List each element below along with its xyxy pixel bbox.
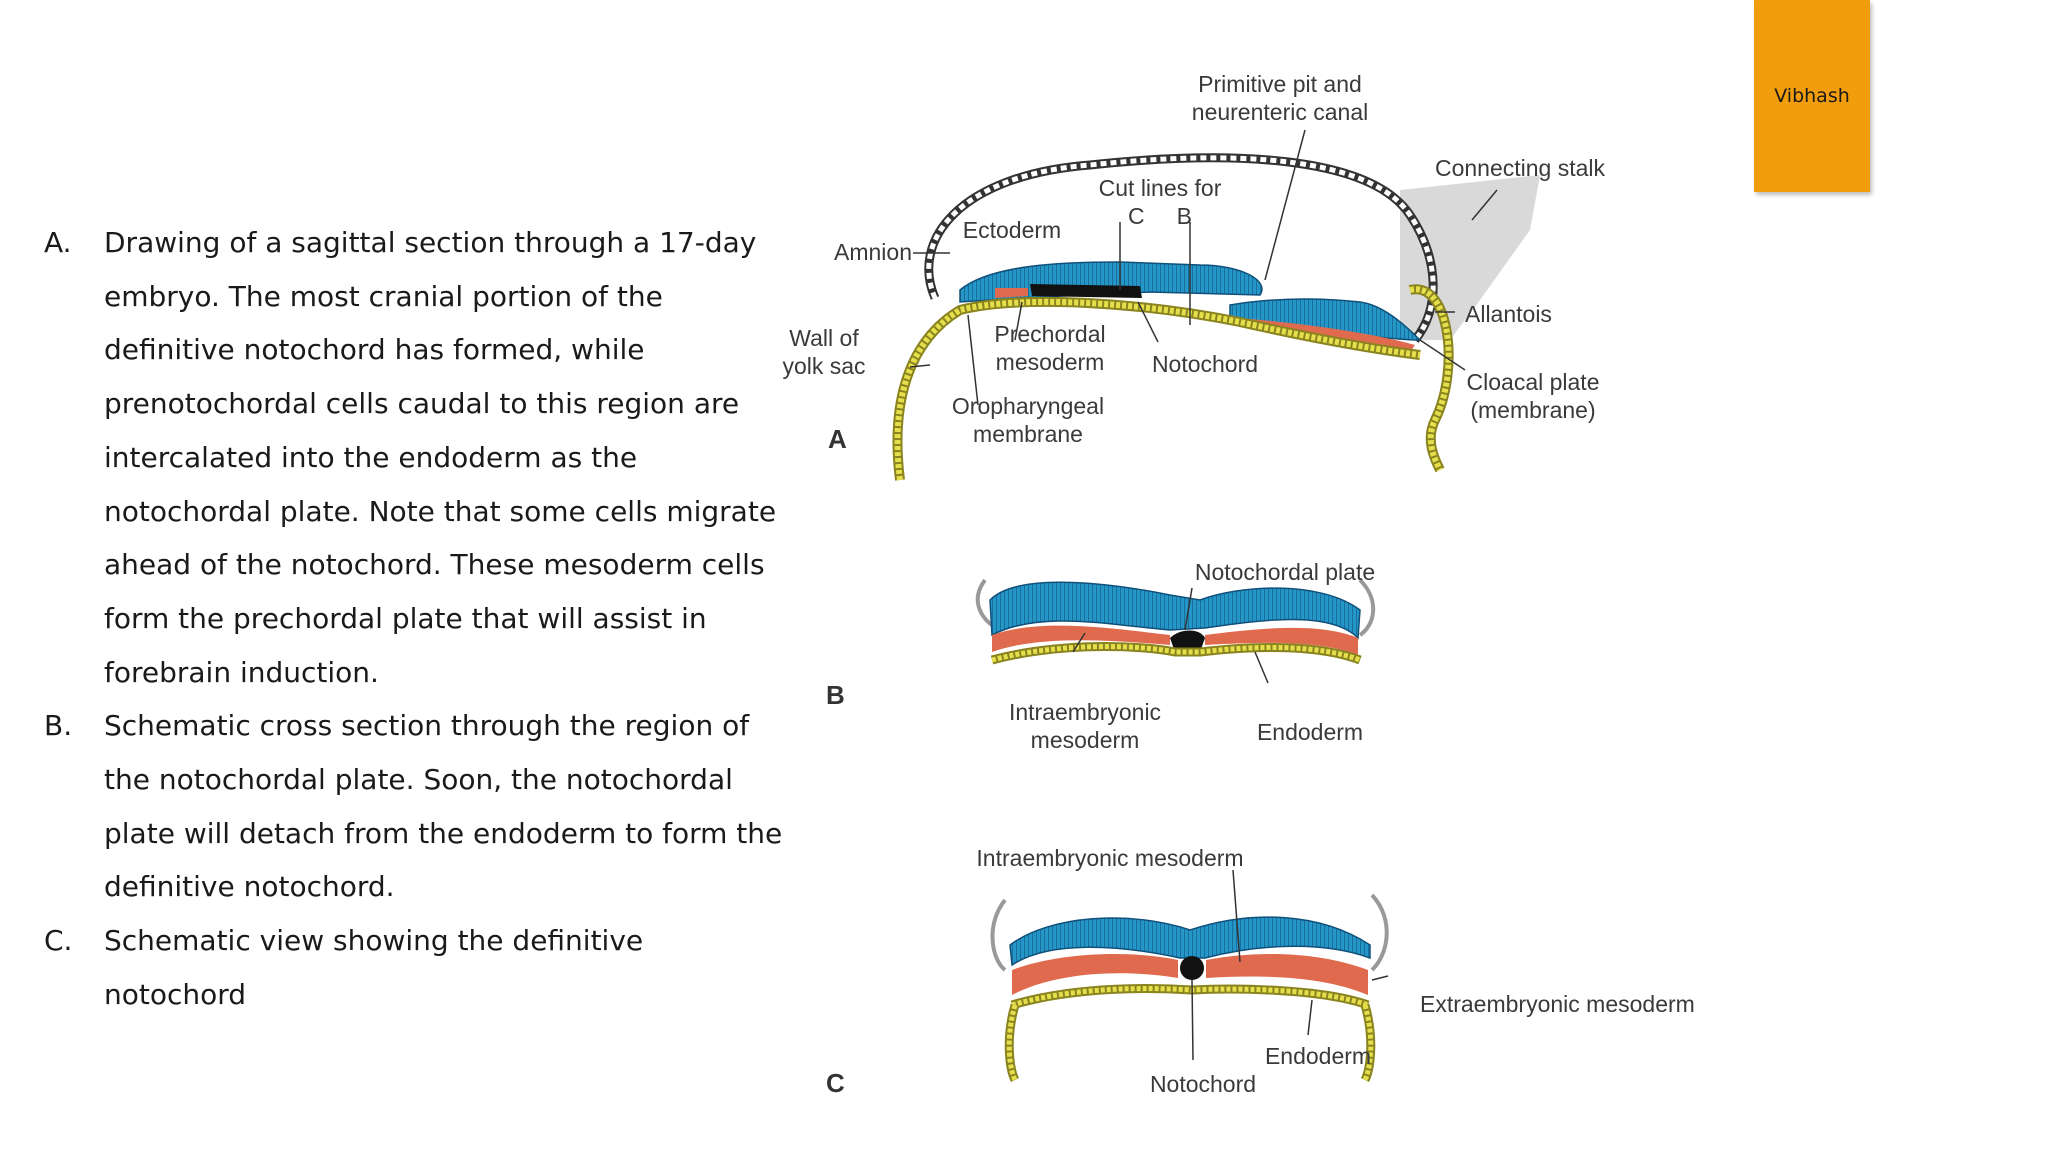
panel-letter-c: C [826,1068,845,1098]
caption-text: Schematic cross section through the regi… [104,709,783,904]
caption-item-b: B. Schematic cross section through the r… [44,699,784,914]
label-notochord-c: Notochord [1149,1071,1257,1097]
label-cloacal-line2: (membrane) [1470,397,1596,423]
caption-text: Drawing of a sagittal section through a … [104,226,777,689]
embryo-figure: Primitive pit and neurenteric canal Conn… [760,40,1760,1100]
amnion-inner [926,155,1436,342]
label-endoderm-c: Endoderm [1264,1043,1372,1069]
caption-marker: A. [44,226,72,259]
panel-a-drawing [892,129,1540,481]
notochord-shape [1030,284,1142,298]
label-ectoderm: Ectoderm [962,217,1062,243]
ectoderm-layer-c [1009,916,1371,967]
caption-marker: C. [44,924,73,958]
caption-item-a: A. Drawing of a sagittal section through… [44,216,784,699]
label-intra-b-line2: mesoderm [1030,727,1140,753]
label-cut-lines-line1: Cut lines for [1098,175,1222,201]
label-cut-lines-line2: C B [1128,203,1192,229]
embryo-diagram [892,129,1540,1083]
label-cloacal-plate: Cloacal plate (membrane) [1467,368,1600,424]
label-endoderm-b: Endoderm [1256,719,1364,745]
label-primitive-pit: Primitive pit and neurenteric canal [1192,70,1368,126]
notochordal-plate-shape [1170,630,1205,652]
label-wall-line1: Wall of [789,325,859,351]
label-primitive-pit-line2: neurenteric canal [1191,99,1369,125]
label-cloacal-line1: Cloacal plate [1466,369,1600,395]
label-intra-b-line1: Intraembryonic [1008,699,1162,725]
caption-text: Schematic view showing the definitive no… [104,924,644,1011]
label-prechordal-mesoderm: Prechordal mesoderm [994,320,1105,376]
allantois-shape [1409,286,1452,472]
label-cut-lines: Cut lines for C B [1099,174,1222,230]
author-name: Vibhash [1774,85,1850,107]
label-extraembryonic-mesoderm: Extraembryonic mesoderm [1420,991,1695,1017]
label-amnion: Amnion [834,239,912,265]
mesoderm-right-c [1206,954,1368,995]
label-primitive-pit-line1: Primitive pit and [1198,71,1362,97]
label-oropharyngeal-line2: membrane [973,421,1083,447]
caption-item-c: C. Schematic view showing the definitive… [44,914,784,1021]
mesoderm-left-c [1012,954,1178,995]
label-wall-line2: yolk sac [782,353,866,379]
label-connecting-stalk: Connecting stalk [1434,155,1606,181]
label-intraembryonic-mesoderm-c: Intraembryonic mesoderm [976,845,1244,871]
caption-marker: B. [44,709,73,743]
panel-letter-a: A [828,424,847,454]
label-prechordal-line1: Prechordal [994,321,1106,347]
caption-list: A. Drawing of a sagittal section through… [44,216,784,1022]
panel-c-drawing [990,869,1389,1083]
endoderm-outline-b [990,642,1362,665]
label-wall-yolk-sac: Wall of yolk sac [782,324,865,380]
notochord-circle [1180,956,1204,980]
author-tag: Vibhash [1754,0,1870,192]
label-notochord-a: Notochord [1151,351,1259,377]
yolk-sac-wall [894,298,1421,481]
label-oropharyngeal-line1: Oropharyngeal [951,393,1105,419]
label-notochordal-plate: Notochordal plate [1194,559,1376,585]
ectoderm-layer-b [989,581,1361,640]
mesoderm-right-b [1205,627,1358,655]
label-prechordal-line2: mesoderm [995,349,1105,375]
panel-letter-b: B [826,680,845,710]
label-allantois: Allantois [1465,301,1552,327]
panel-b-drawing [975,578,1376,684]
endoderm-outline-c [1010,984,1370,1010]
label-oropharyngeal: Oropharyngeal membrane [952,392,1104,448]
prechordal-shape [995,288,1028,298]
label-intraembryonic-mesoderm-b: Intraembryonic mesoderm [1009,698,1161,754]
